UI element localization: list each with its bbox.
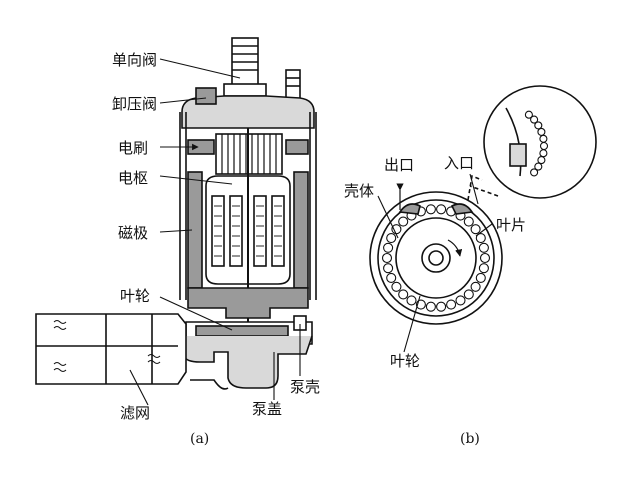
impeller-tooth [425,204,436,215]
impeller-tooth [386,272,397,283]
impeller-tooth [436,204,447,215]
detail-tooth [537,156,546,165]
labels-b: 出口 入口 壳体 叶片 叶轮 (b) [344,154,526,447]
impeller-tooth [463,216,474,227]
caption-a: (a) [190,431,209,447]
outlet-fitting [223,37,267,97]
impeller-tooth [381,252,393,264]
label-blade: 叶片 [496,216,526,234]
housing-inner [377,199,495,317]
impeller-tooth [475,272,486,283]
leader-lines-b [377,173,493,353]
impeller-tooth [398,289,409,300]
housing-shell [179,112,317,300]
impeller-ring [395,217,477,299]
flow-arrow [467,174,483,201]
impeller-tooth [406,295,417,306]
relief-valve-stub [285,69,301,101]
impeller-tooth [470,281,481,292]
impeller-tooth [425,301,436,312]
impeller-tooth [446,299,457,310]
label-magnet: 磁极 [118,224,148,242]
impeller-tooth [391,281,402,292]
labels-a: 单向阀 卸压阀 电刷 电枢 磁极 叶轮 滤网 泵盖 泵壳 (a) [112,51,320,447]
shaft-outer [421,243,451,273]
pump-cross-section [369,85,597,325]
lower-housing [183,335,313,389]
detail-tooth [539,134,548,143]
label-pump-cover: 泵盖 [252,400,282,418]
impeller-tooth [383,242,394,253]
detail-tooth [524,110,533,119]
label-outlet: 出口 [384,156,414,174]
rotation-arrow [447,239,463,257]
magnet-right [293,171,309,289]
impeller-tooth [475,233,486,244]
armature-core [205,128,291,330]
lower-bearing [187,287,309,319]
label-armature: 电枢 [118,169,148,187]
label-brush: 电刷 [118,139,148,157]
label-housing: 壳体 [344,182,374,200]
impeller-tooth [398,216,409,227]
impeller-tooth [479,252,491,264]
label-relief-valve: 卸压阀 [112,95,157,113]
impeller-tooth [436,301,447,312]
label-filter: 滤网 [120,404,150,422]
impeller-tooth [478,242,489,253]
detail-tooth [539,149,548,158]
label-pump-housing: 泵壳 [290,378,320,396]
caption-b: (b) [460,431,480,447]
inlet-port [450,203,474,215]
impeller-tooth [383,263,394,274]
impeller-tooth [470,224,481,235]
pump-section-view [35,37,317,390]
filter-screen [35,313,187,385]
label-impeller-a: 叶轮 [120,287,150,305]
impeller-tooth [386,233,397,244]
label-inlet: 入口 [444,154,474,172]
impeller-tooth [455,295,466,306]
detail-tooth [530,115,539,124]
detail-tooth [534,121,543,130]
detail-magnifier [469,85,597,199]
impeller-teeth [381,204,491,312]
leader-lines-a [129,58,301,406]
impeller-tooth [463,289,474,300]
impeller-tooth [478,263,489,274]
shaft-inner [428,250,444,266]
label-check-valve: 单向阀 [112,51,157,69]
label-impeller-b: 叶轮 [390,352,420,370]
detail-tooth [539,141,549,151]
detail-tooth [537,127,546,136]
detail-tooth [530,168,539,177]
detail-tooth [534,162,543,171]
outlet-port [398,203,421,215]
